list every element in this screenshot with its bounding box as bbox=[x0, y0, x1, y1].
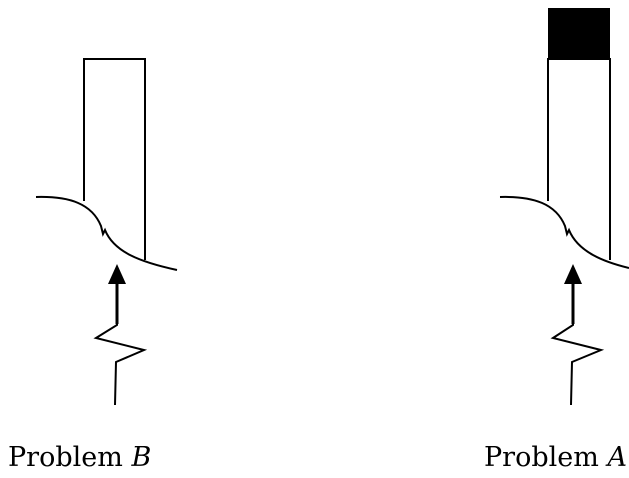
problem-b-caption-letter: B bbox=[131, 442, 152, 473]
problem-b-force-line bbox=[93, 283, 148, 406]
problem-a-caption-word: Problem bbox=[484, 442, 599, 473]
problem-b-caption-word: Problem bbox=[8, 442, 123, 473]
problem-a-body-surface bbox=[499, 195, 629, 269]
problem-a-column bbox=[547, 58, 611, 260]
problem-a-arrow-head bbox=[564, 264, 582, 284]
problem-a-caption-letter: A bbox=[607, 442, 627, 473]
problem-a-force-line bbox=[550, 283, 605, 406]
problem-b-figure bbox=[35, 58, 178, 406]
problem-a-figure bbox=[499, 8, 629, 406]
problem-a-mass-block bbox=[548, 8, 610, 59]
problem-a-caption: Problem A bbox=[484, 442, 627, 473]
problem-b-body-surface bbox=[35, 195, 178, 271]
problem-b-arrow-head bbox=[108, 264, 126, 284]
problem-b-column bbox=[83, 58, 146, 260]
problem-b-caption: Problem B bbox=[8, 442, 151, 473]
